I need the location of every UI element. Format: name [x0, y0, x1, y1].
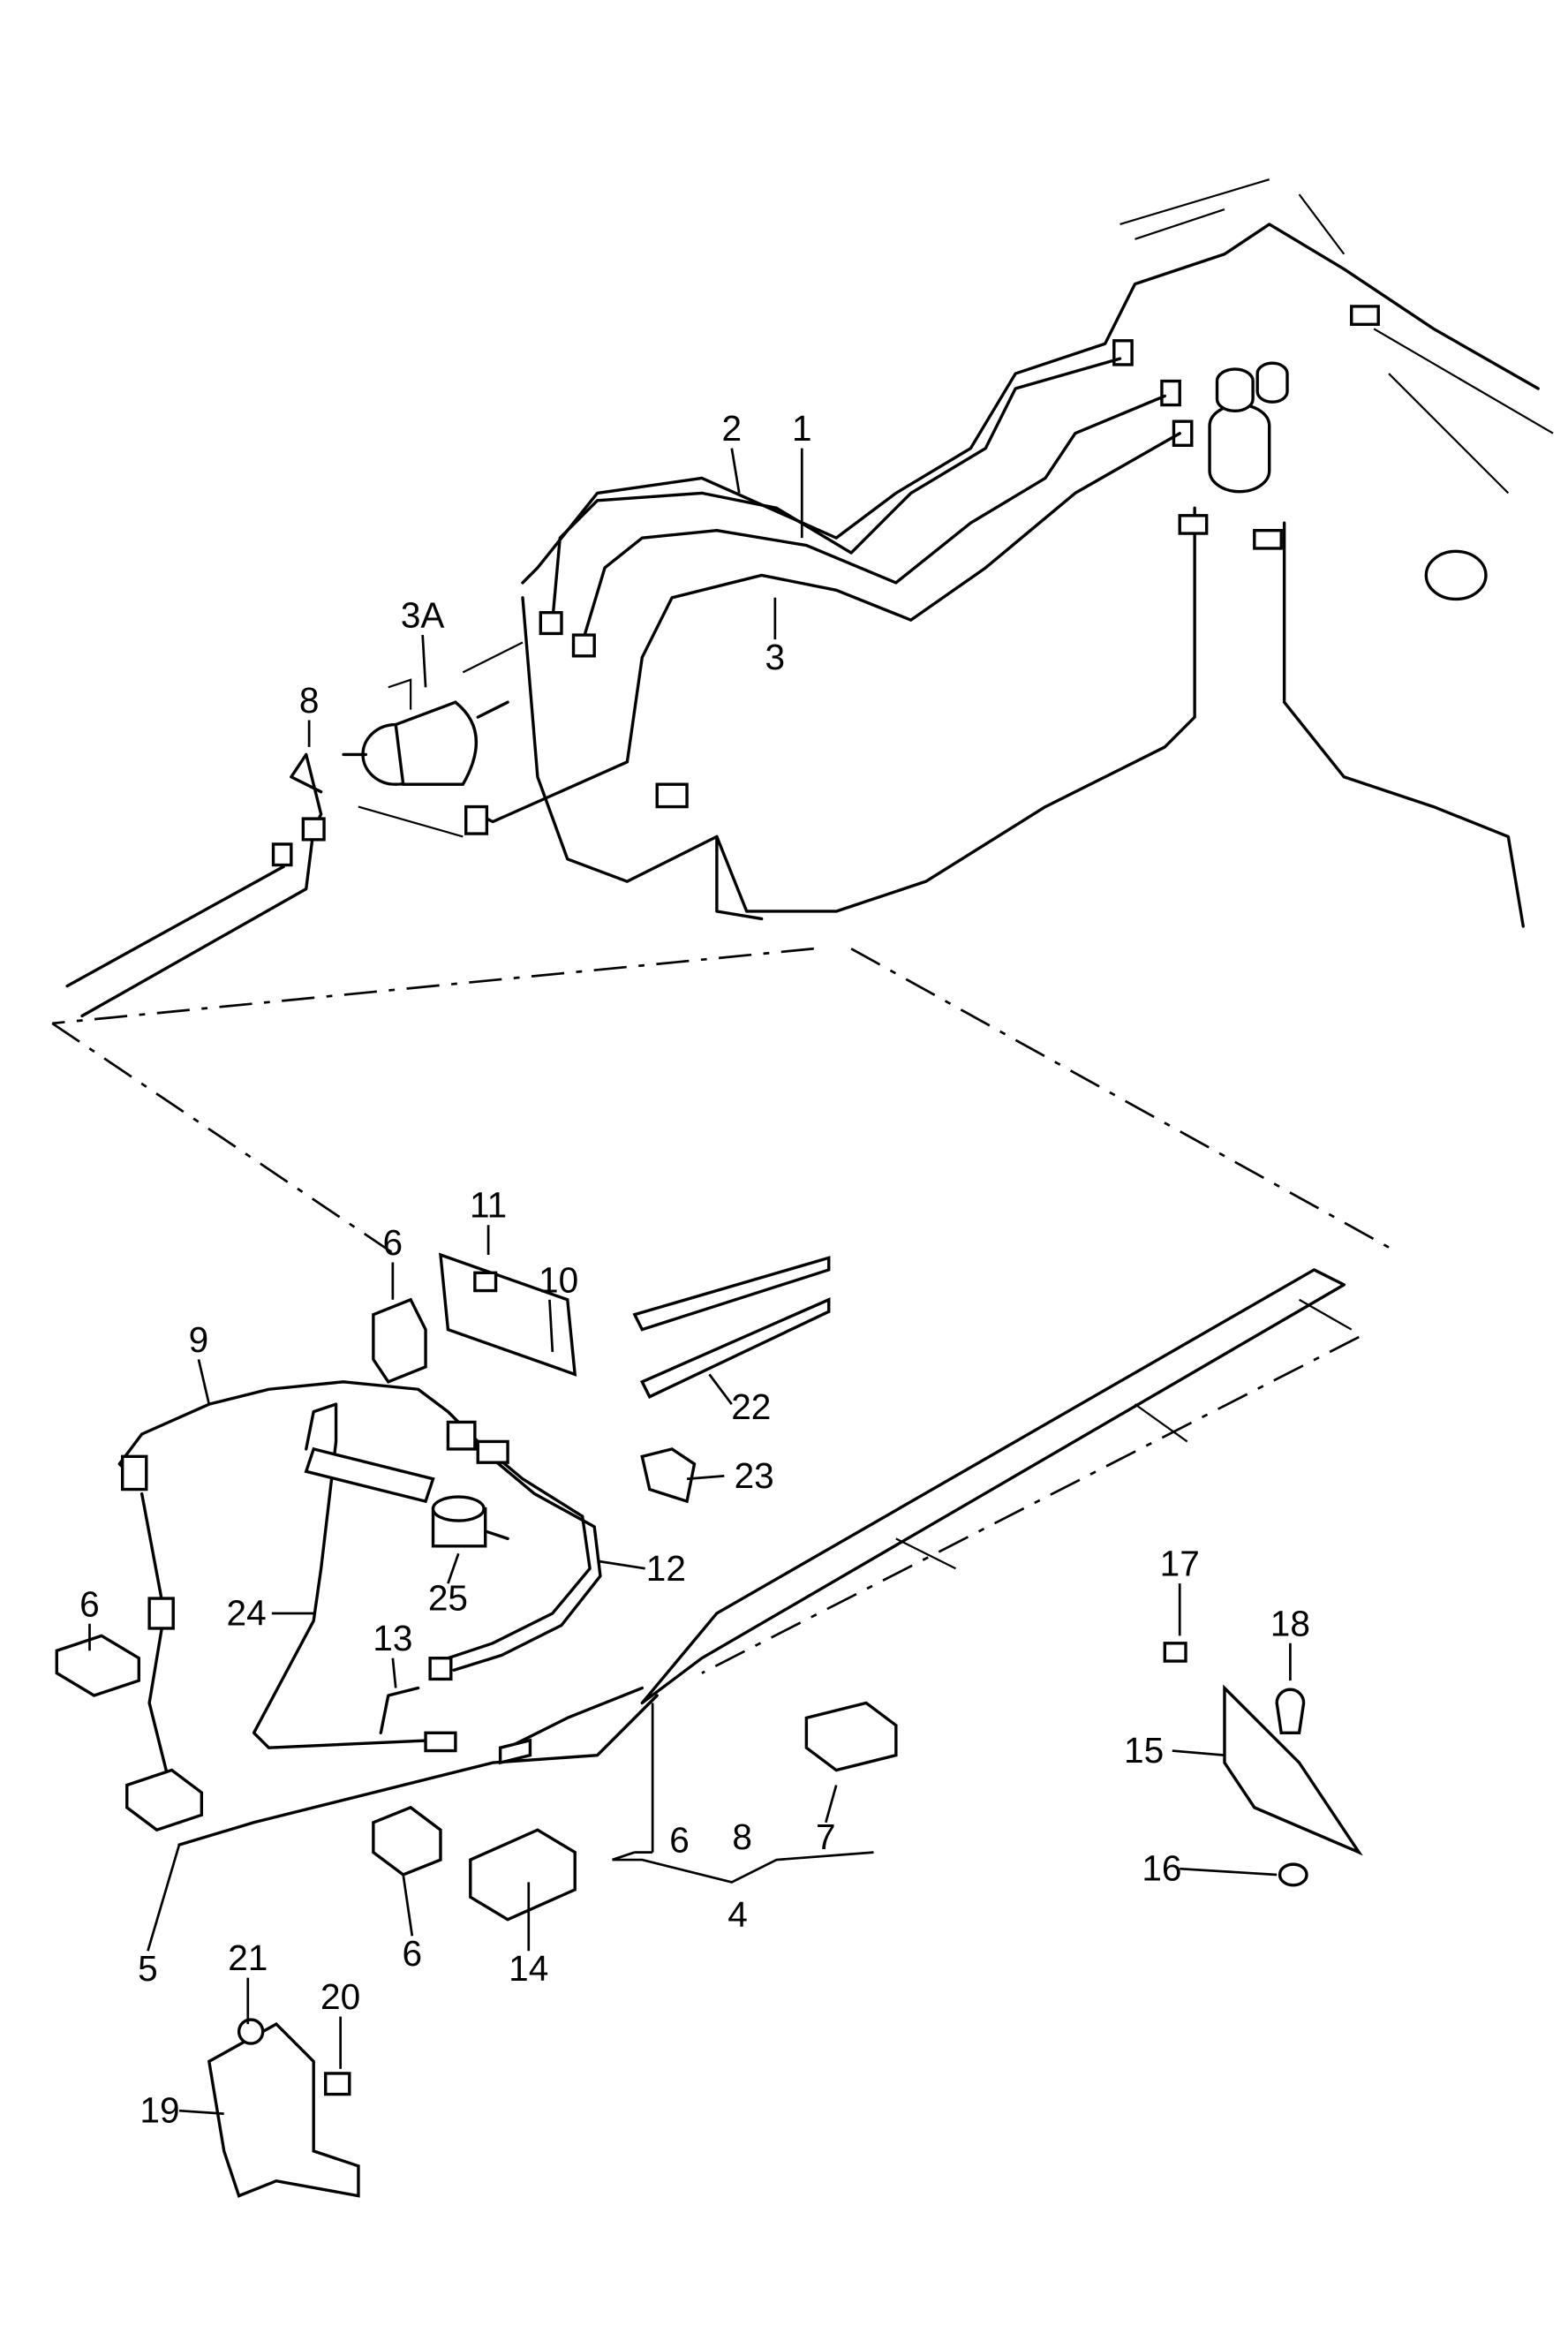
fuel-lines-upper: [464, 357, 1181, 835]
callout-19: 19: [139, 2090, 179, 2131]
callout-13: 13: [373, 1618, 412, 1658]
callout-12: 12: [646, 1548, 686, 1589]
callout-16: 16: [1142, 1848, 1181, 1889]
callout-8-upper: 8: [299, 680, 320, 721]
callout-23: 23: [735, 1455, 774, 1496]
callout-3: 3: [765, 637, 786, 677]
clips-and-brackets: [55, 1252, 1363, 2198]
valve-25: [431, 1495, 509, 1548]
callout-25: 25: [428, 1578, 468, 1619]
callout-20: 20: [320, 1976, 360, 2017]
callout-6-d: 6: [403, 1933, 423, 1974]
callout-22: 22: [731, 1386, 771, 1427]
callout-10: 10: [539, 1259, 578, 1300]
callout-15: 15: [1124, 1730, 1164, 1771]
callout-18: 18: [1270, 1603, 1310, 1643]
callout-6-b: 6: [79, 1583, 100, 1624]
fuel-hoses-lower: [117, 1380, 602, 1809]
callout-5: 5: [138, 1948, 158, 1989]
fuel-tank-outline: [521, 178, 1554, 928]
callout-7: 7: [816, 1816, 836, 1857]
fuel-line-8-upper: [65, 752, 326, 1018]
leader-lines: [88, 448, 1292, 2115]
callout-8-lower: 8: [732, 1816, 752, 1857]
callout-labels: 2 1 3A 3 8 11 6 10 9 22 23 12 6 24 25 13…: [79, 408, 1310, 2131]
callout-24: 24: [227, 1592, 267, 1633]
callout-6-c: 6: [669, 1820, 690, 1861]
callout-6-a: 6: [383, 1222, 403, 1263]
callout-3a: 3A: [401, 595, 445, 636]
callout-17: 17: [1160, 1544, 1200, 1584]
callout-9: 9: [189, 1319, 209, 1360]
callout-11: 11: [470, 1185, 507, 1226]
callout-14: 14: [509, 1948, 548, 1989]
callout-2: 2: [722, 408, 743, 449]
callout-4: 4: [727, 1894, 748, 1935]
dashed-reference-lines: [51, 947, 1390, 1674]
callout-1: 1: [792, 408, 812, 449]
callout-21: 21: [228, 1937, 268, 1978]
fuel-rail-lower: [177, 1268, 1353, 1846]
fuel-filter: [342, 641, 524, 838]
